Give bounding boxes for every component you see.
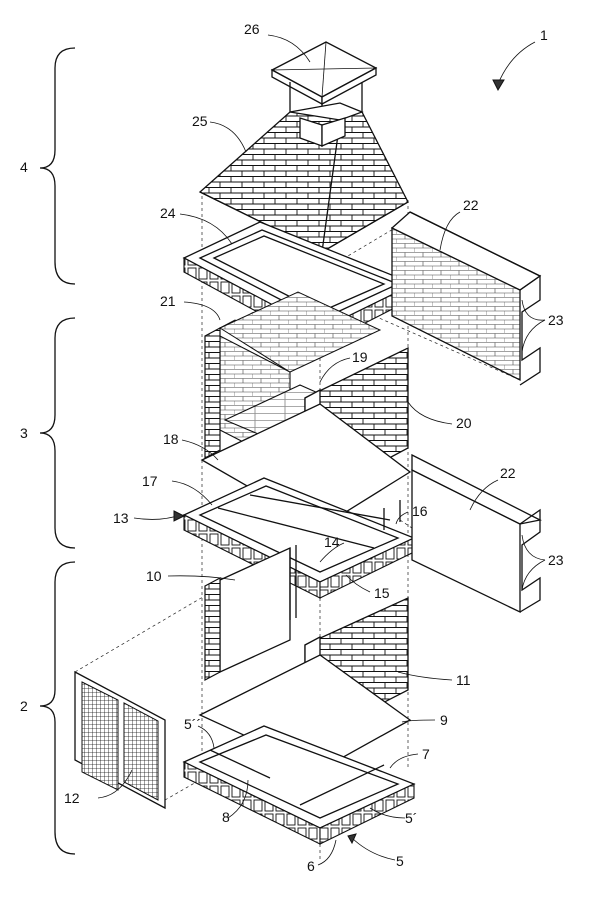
- brace-section-4: [39, 47, 76, 285]
- ref-18: 18: [163, 431, 179, 447]
- ref-4: 4: [20, 159, 28, 175]
- ref-22a: 22: [463, 197, 479, 213]
- side-panel-lower: [411, 453, 542, 614]
- ref-22b: 22: [500, 465, 516, 481]
- ref-20: 20: [456, 415, 472, 431]
- reference-labels: 1 26 25 4 24 22 21 23 19 20 3 18 22 17 1…: [20, 21, 564, 874]
- ref-2: 2: [20, 698, 28, 714]
- brace-section-2: [39, 561, 76, 855]
- ref-5b: 5´´: [184, 716, 201, 732]
- ref-16: 16: [412, 503, 428, 519]
- ref-6: 6: [307, 858, 315, 874]
- ref-9: 9: [440, 712, 448, 728]
- left-wall-lower: [204, 545, 297, 681]
- chimney-cap: [270, 41, 378, 138]
- ref-12: 12: [64, 790, 80, 806]
- side-panel-upper: [390, 211, 542, 382]
- ref-24: 24: [160, 205, 176, 221]
- ref-13: 13: [113, 510, 129, 526]
- ref-26: 26: [244, 21, 260, 37]
- ref-15: 15: [374, 585, 390, 601]
- ref-11: 11: [456, 672, 471, 688]
- ref-17: 17: [142, 473, 158, 489]
- ref-5: 5: [396, 853, 404, 869]
- ref-5a: 5´: [405, 810, 417, 826]
- ref-7: 7: [422, 746, 430, 762]
- ref-1: 1: [540, 27, 548, 43]
- rails-upper: [409, 211, 541, 386]
- brace-section-3: [39, 317, 76, 549]
- ref-14: 14: [324, 534, 340, 550]
- mesh-grille: [74, 670, 166, 810]
- base-frame: [182, 725, 416, 845]
- ref-10: 10: [146, 568, 162, 584]
- brick-pyramid-hood: [198, 102, 409, 253]
- ref-23b: 23: [548, 552, 564, 568]
- ref-25: 25: [192, 113, 208, 129]
- top-frame: [182, 221, 416, 347]
- ref-21: 21: [160, 293, 176, 309]
- ref-3: 3: [20, 425, 28, 441]
- ref-8: 8: [222, 809, 230, 825]
- leader-lines: [97, 34, 546, 866]
- ref-19: 19: [352, 349, 368, 365]
- ref-23a: 23: [548, 312, 564, 328]
